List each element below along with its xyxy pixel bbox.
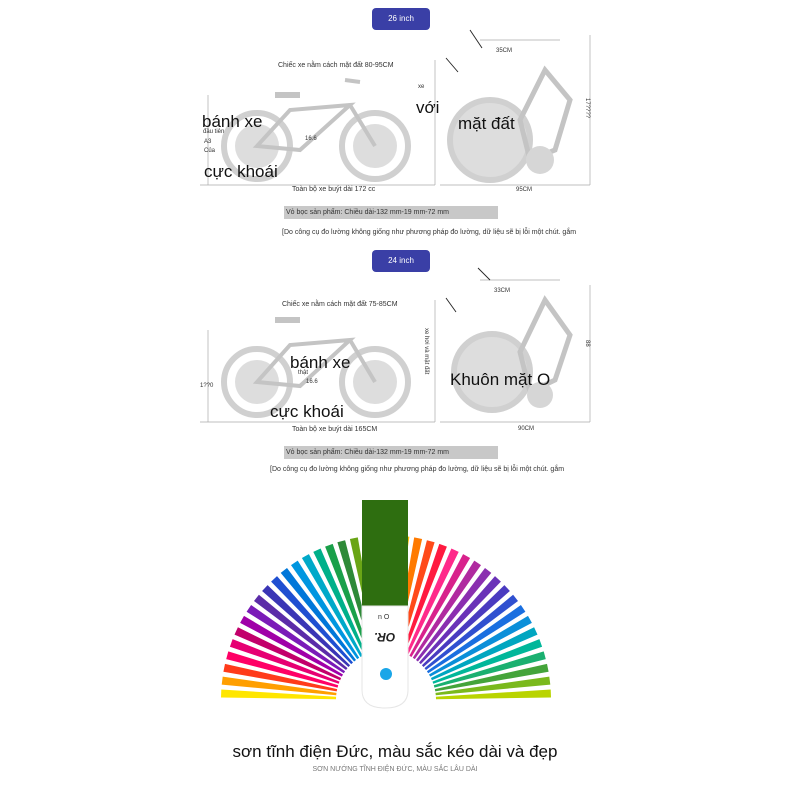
packaging-26: Vỏ bọc sản phẩm: Chiều dài-132 mm-19 mm-… bbox=[284, 206, 498, 219]
bottom-dim-26: 95CM bbox=[516, 187, 533, 193]
paint-chip-text: n O bbox=[378, 614, 390, 621]
bike-26-folded-view bbox=[447, 65, 573, 183]
bottom-dim-24: 90CM bbox=[518, 426, 535, 432]
disclaimer-24: [Do công cụ đo lường không giống như phư… bbox=[270, 466, 565, 473]
color-swatch-strip bbox=[221, 676, 337, 696]
color-swatch-strip bbox=[226, 651, 339, 688]
paint-chip-logo: OR. bbox=[374, 630, 396, 644]
label-wheel-24: bánh xe bbox=[290, 353, 351, 372]
paint-tube-cap bbox=[362, 500, 408, 610]
color-swatch-strip bbox=[434, 663, 549, 692]
color-swatch-strip bbox=[325, 543, 370, 654]
headline: sơn tĩnh điện Đức, màu sắc kéo dài và đẹ… bbox=[232, 742, 558, 761]
label-a3-26: A3 bbox=[204, 139, 212, 145]
badge-24-inch: 24 inch bbox=[372, 250, 430, 272]
color-swatch-strip bbox=[421, 585, 510, 667]
label-left-24: 1??0 bbox=[200, 383, 214, 389]
total-length-24: Toàn bộ xe buýt dài 165CM bbox=[292, 426, 378, 433]
label-vertical-24: xe hơi và mặt đất bbox=[423, 328, 429, 375]
bike-26-front-wheel bbox=[339, 110, 411, 182]
label-pedal-26: cực khoái bbox=[204, 162, 278, 181]
color-swatch-strip bbox=[402, 543, 447, 654]
color-swatch-strip bbox=[254, 594, 348, 670]
bike-26-rear-wheel bbox=[221, 110, 293, 182]
paint-tube-body bbox=[361, 605, 409, 709]
color-swatch-strip bbox=[234, 627, 342, 681]
color-swatch-strip bbox=[280, 568, 356, 662]
top-dim-24: 33CM bbox=[494, 288, 511, 294]
label-16-24: 16.6 bbox=[306, 379, 318, 385]
color-swatch-strip bbox=[223, 663, 338, 692]
label-that-24: thật bbox=[298, 370, 309, 376]
label-face-24: Khuôn mặt O bbox=[450, 370, 551, 389]
color-swatch-strip bbox=[430, 627, 538, 681]
disclaimer-26: [Do công cụ đo lường không giống như phư… bbox=[282, 229, 577, 236]
label-16-26: 16.6 bbox=[305, 136, 317, 142]
color-swatch-strip bbox=[432, 639, 543, 684]
paint-tube-dot bbox=[380, 668, 392, 680]
dimension-lines bbox=[200, 35, 591, 423]
paint-tube bbox=[361, 500, 409, 709]
dimension-ticks bbox=[445, 29, 491, 313]
color-swatch-strip bbox=[409, 554, 471, 657]
subline: SƠN NƯỚNG TĨNH ĐIỆN ĐỨC, MÀU SẮC LÂU DÀI bbox=[312, 766, 478, 773]
saddle-height-26: Chiếc xe nằm cách mặt đất 80-95CM bbox=[278, 62, 394, 69]
right-dim-24: 88 bbox=[584, 340, 590, 347]
color-swatch-strip bbox=[433, 651, 546, 688]
bike-26-side-view bbox=[221, 78, 411, 182]
color-swatch-strip bbox=[291, 560, 360, 660]
label-ground-26: mặt đất bbox=[458, 114, 515, 133]
color-swatch-strip bbox=[412, 560, 481, 660]
total-length-26: Toàn bộ xe buýt dài 172 cc bbox=[292, 186, 376, 193]
color-swatch-strip bbox=[419, 576, 501, 665]
label-cua-26: Của bbox=[204, 148, 216, 154]
color-swatch-strip bbox=[435, 676, 551, 696]
color-swatch-strip bbox=[426, 605, 526, 674]
badge-26-inch: 26 inch bbox=[372, 8, 430, 30]
label-xe-26: xe bbox=[418, 84, 425, 90]
color-swatch-strip bbox=[429, 615, 532, 677]
bike-24-folded-view bbox=[451, 295, 573, 413]
packaging-24: Vỏ bọc sản phẩm: Chiều dài-132 mm-19 mm-… bbox=[284, 446, 498, 459]
top-dim-26: 35CM bbox=[496, 48, 513, 54]
bike-24-side-view bbox=[221, 317, 411, 418]
color-swatch-strip bbox=[424, 594, 518, 670]
color-swatch-strip bbox=[405, 548, 459, 656]
label-pedal-24: cực khoái bbox=[270, 402, 344, 421]
color-swatch-strip bbox=[301, 554, 363, 657]
color-swatch-strip bbox=[229, 639, 340, 684]
saddle-height-24: Chiếc xe nằm cách mặt đất 75-85CM bbox=[282, 301, 398, 308]
label-voi-26: với bbox=[416, 98, 440, 117]
color-swatch-strip bbox=[240, 615, 343, 677]
color-swatch-strip bbox=[262, 585, 351, 667]
label-wheel-26: bánh xe bbox=[202, 112, 263, 131]
label-first-26: đầu tiên bbox=[203, 129, 225, 135]
color-swatch-strip bbox=[435, 689, 551, 700]
color-swatch-strip bbox=[271, 576, 353, 665]
color-swatch-strip bbox=[313, 548, 367, 656]
color-swatch-strip bbox=[221, 689, 337, 700]
right-dim-26: 17???? bbox=[584, 98, 590, 119]
color-swatch-strip bbox=[416, 568, 492, 662]
color-swatch-strip bbox=[246, 605, 346, 674]
